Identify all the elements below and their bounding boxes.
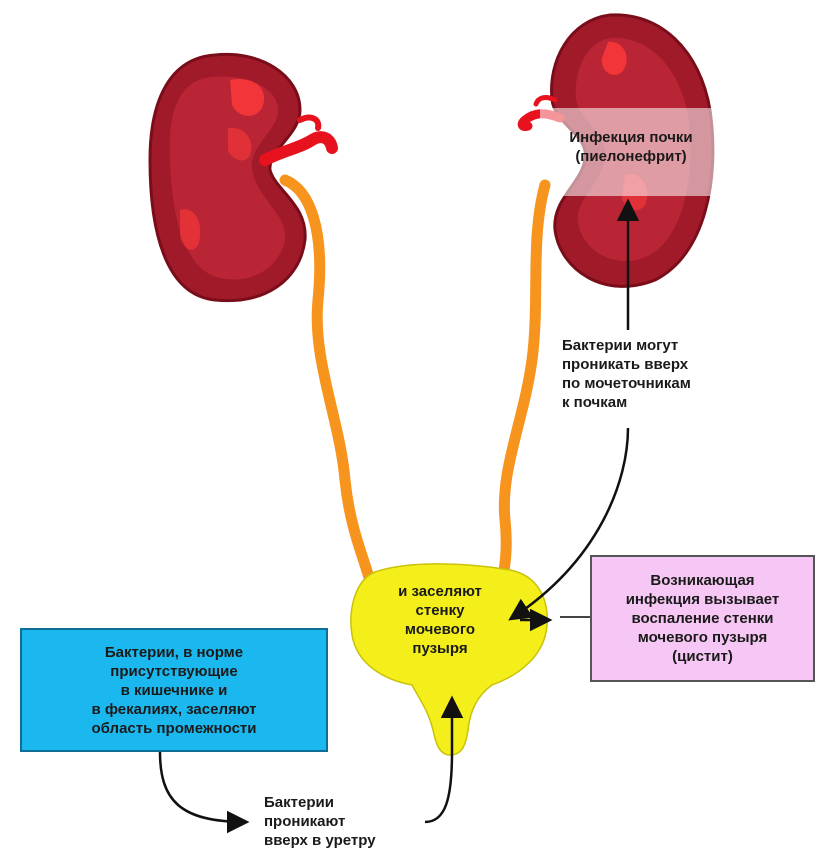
left-kidney <box>150 54 332 300</box>
kidney-infection-label: Инфекция почки (пиелонефрит) <box>545 128 717 166</box>
urethra-entry-label: Бактерии проникают вверх в уретру <box>264 793 434 850</box>
arrow-box-to-urethra-label <box>160 752 245 822</box>
bacteria-ascend-label: Бактерии могут проникать вверх по мочето… <box>562 336 762 412</box>
right-ureter <box>502 185 545 585</box>
bladder-colonize-label: и заселяют стенку мочевого пузыря <box>380 582 500 658</box>
cystitis-box: Возникающая инфекция вызывает воспаление… <box>590 555 815 682</box>
intestinal-bacteria-box: Бактерии, в норме присутствующие в кишеч… <box>20 628 328 752</box>
